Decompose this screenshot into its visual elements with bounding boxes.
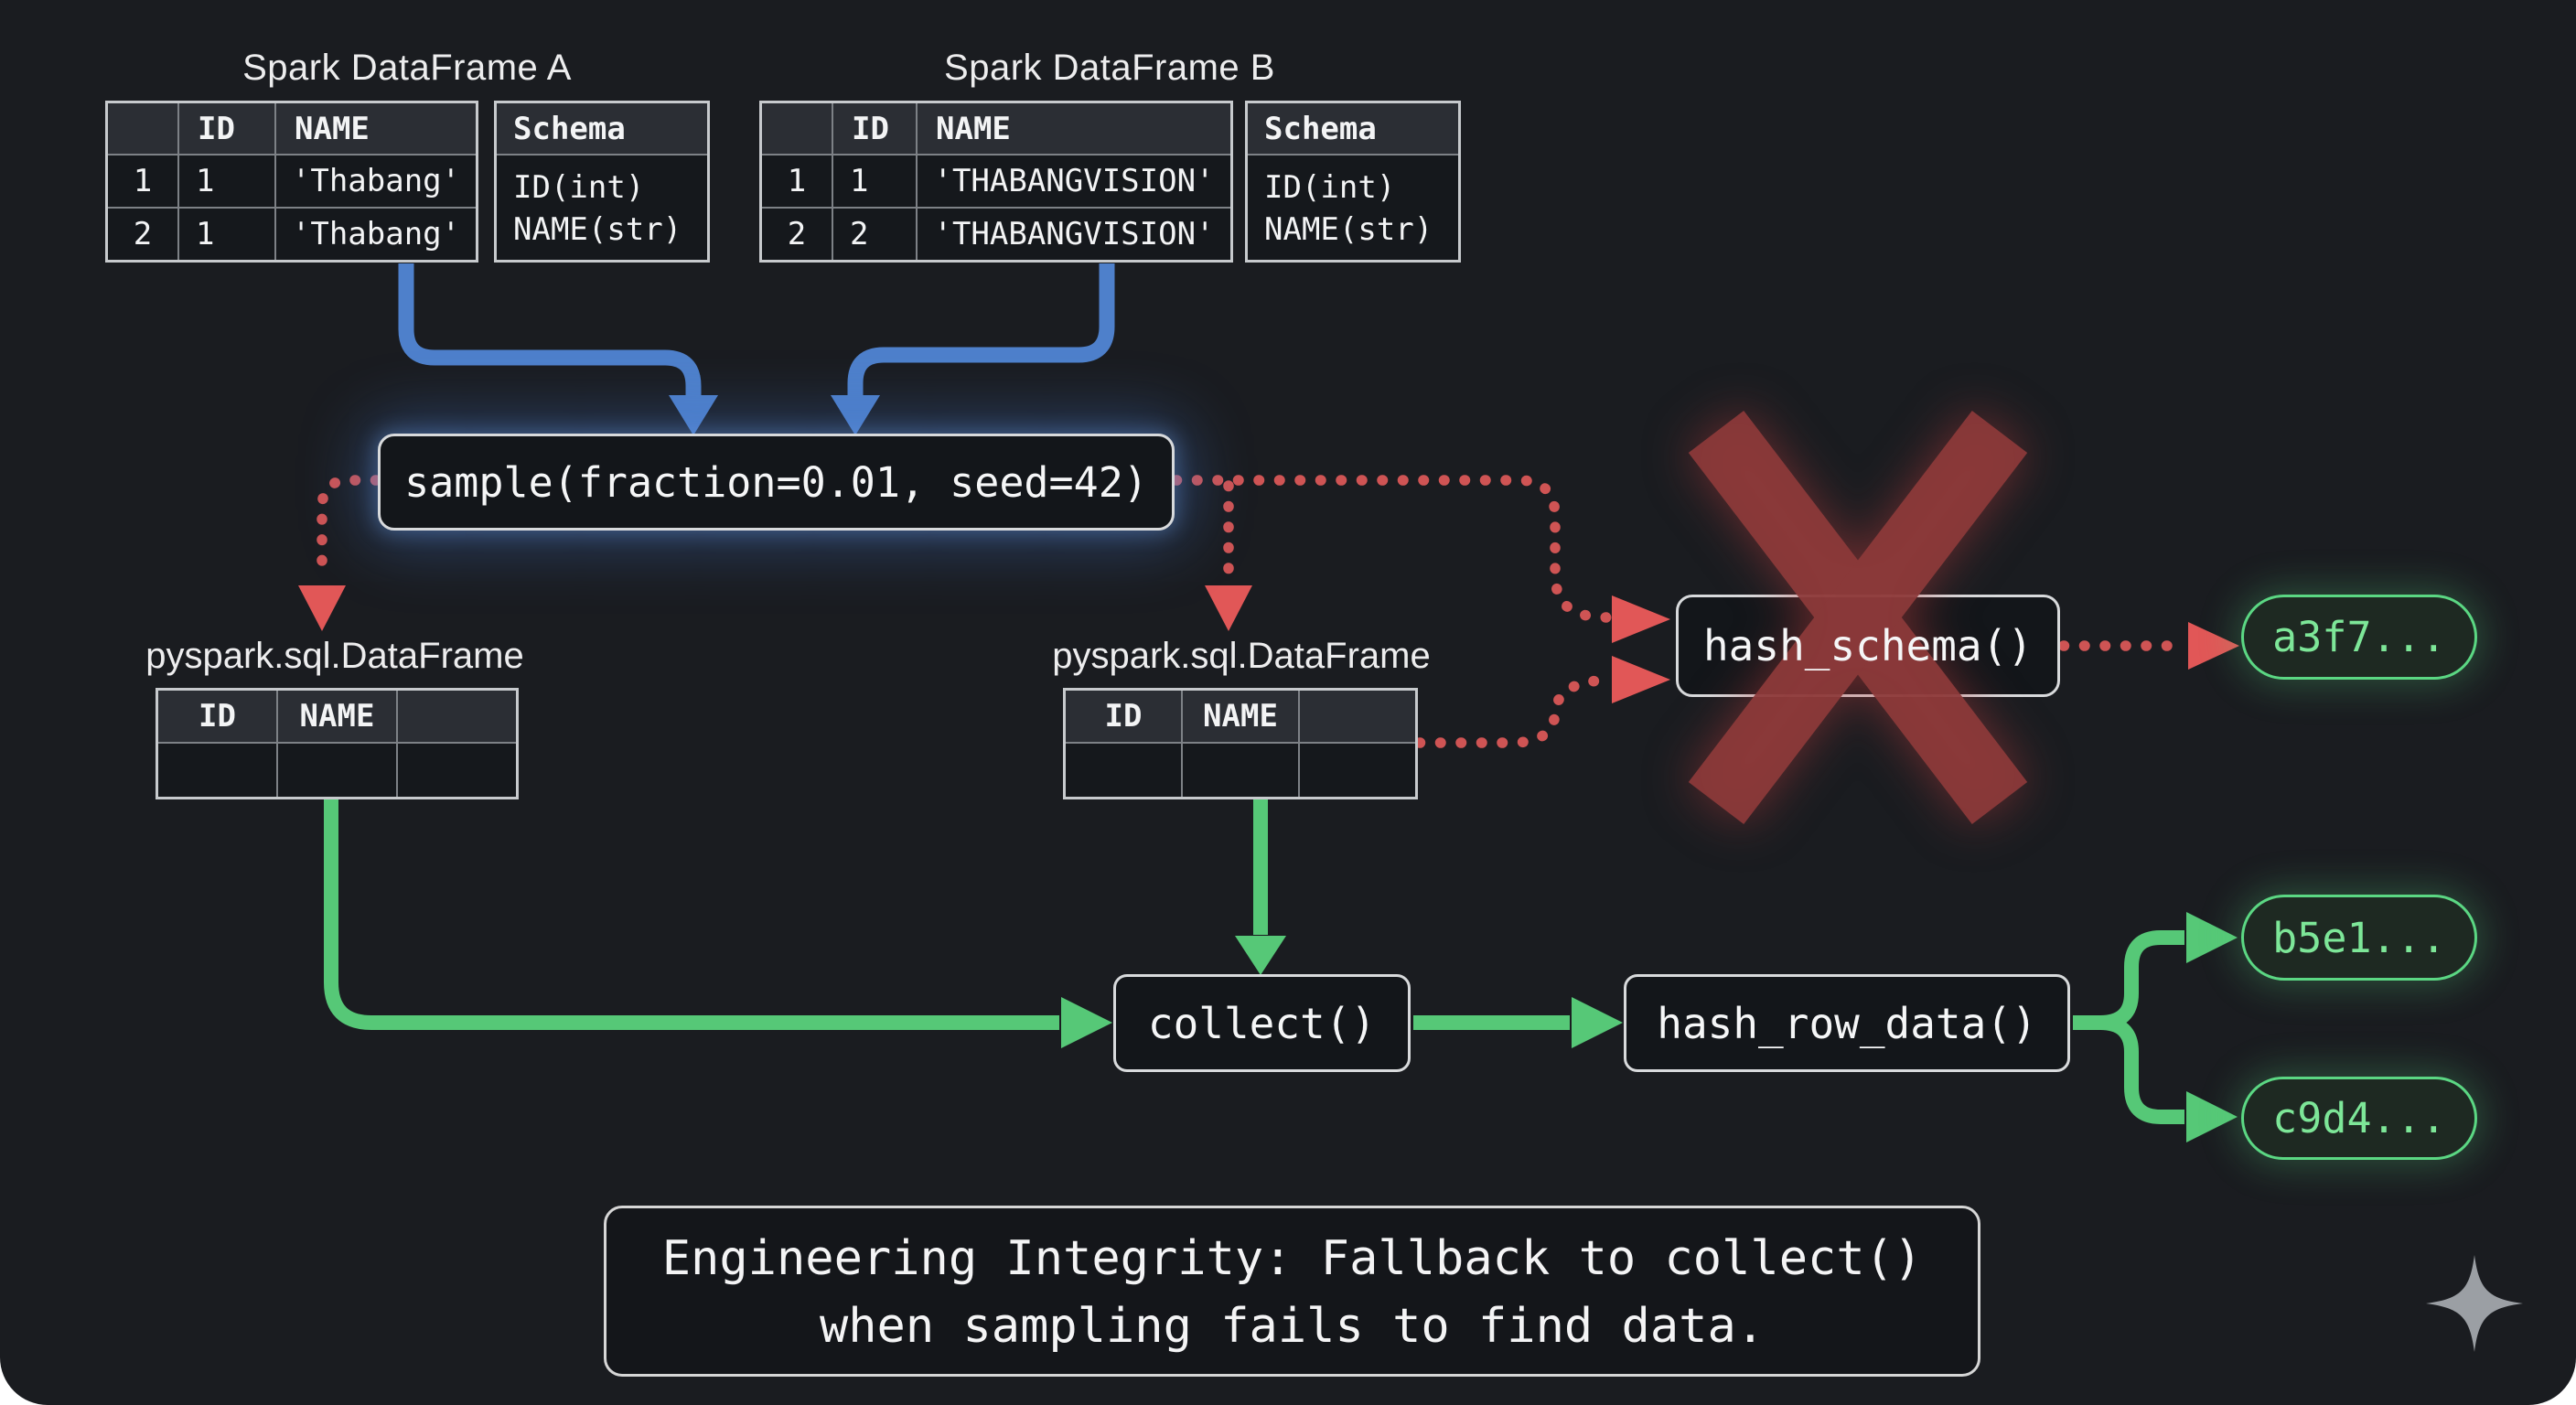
sample-node: sample(fraction=0.01, seed=42) xyxy=(378,434,1175,531)
hash-row-data-node: hash_row_data() xyxy=(1624,974,2070,1072)
green-arrowhead-b5e1 xyxy=(2186,912,2238,963)
red-arrowhead-hash-bottom xyxy=(1612,656,1670,703)
red-arrowhead-left xyxy=(298,585,346,631)
table-cell: 1 xyxy=(179,156,274,207)
table-a-header-index xyxy=(108,103,177,154)
blue-arrowhead-a xyxy=(669,395,718,435)
table-cell: 'THABANGVISION' xyxy=(918,156,1230,207)
red-dotted-hash-top xyxy=(1171,475,1612,623)
schema-a-line-1: ID(int) xyxy=(513,169,645,206)
pyspark-mid-label: pyspark.sql.DataFrame xyxy=(1052,636,1431,676)
table-cell: 2 xyxy=(762,209,832,260)
green-path-split-up xyxy=(2073,930,2184,1030)
table-a-header-id: ID xyxy=(179,103,274,154)
table-b-header-index xyxy=(762,103,832,154)
caption-line-2: when sampling fails to find data. xyxy=(819,1299,1766,1354)
result-mid-header-blank xyxy=(1300,691,1415,742)
red-dotted-left xyxy=(317,475,381,580)
result-table-mid: ID NAME xyxy=(1063,688,1418,799)
empty-cell xyxy=(1300,744,1415,797)
schema-a-line-2: NAME(str) xyxy=(513,211,682,248)
schema-b-header: Schema xyxy=(1248,103,1458,154)
table-cell: 'Thabang' xyxy=(276,209,476,260)
table-cell: 1 xyxy=(179,209,274,260)
table-b-header-id: ID xyxy=(833,103,916,154)
dataframe-b-title: Spark DataFrame B xyxy=(944,48,1275,88)
result-left-header-blank xyxy=(398,691,516,742)
table-cell: 'Thabang' xyxy=(276,156,476,207)
result-table-left: ID NAME xyxy=(156,688,519,799)
schema-b-body: ID(int) NAME(str) xyxy=(1248,156,1458,260)
red-arrowhead-hash-top xyxy=(1612,595,1670,643)
pyspark-left-label: pyspark.sql.DataFrame xyxy=(145,636,524,676)
result-mid-header-name: NAME xyxy=(1183,691,1298,742)
table-cell: 'THABANGVISION' xyxy=(918,209,1230,260)
row-hash-pill-1: b5e1... xyxy=(2241,895,2477,981)
empty-cell xyxy=(1183,744,1298,797)
table-cell: 1 xyxy=(833,156,916,207)
dataframe-b-table: ID NAME 1 1 'THABANGVISION' 2 2 'THABANG… xyxy=(759,101,1233,263)
blue-arrowhead-b xyxy=(831,395,880,435)
schema-b-box: Schema ID(int) NAME(str) xyxy=(1245,101,1461,263)
caption-line-1: Engineering Integrity: Fallback to colle… xyxy=(661,1231,1923,1286)
empty-cell xyxy=(278,744,396,797)
schema-hash-pill: a3f7... xyxy=(2241,595,2477,680)
schema-b-line-2: NAME(str) xyxy=(1264,211,1433,248)
green-arrowhead-collect-left xyxy=(1061,997,1112,1048)
empty-cell xyxy=(158,744,276,797)
schema-hash-value: a3f7... xyxy=(2272,613,2446,661)
sample-node-label: sample(fraction=0.01, seed=42) xyxy=(404,457,1148,507)
empty-cell xyxy=(1066,744,1181,797)
result-mid-header-id: ID xyxy=(1066,691,1181,742)
row-hash-value-2: c9d4... xyxy=(2272,1094,2446,1142)
sparkle-icon xyxy=(2426,1255,2523,1352)
schema-a-body: ID(int) NAME(str) xyxy=(497,156,707,260)
caption-box: Engineering Integrity: Fallback to colle… xyxy=(604,1206,1980,1377)
blue-arrow-b xyxy=(847,263,1115,399)
schema-a-box: Schema ID(int) NAME(str) xyxy=(494,101,710,263)
table-cell: 1 xyxy=(762,156,832,207)
table-cell: 1 xyxy=(108,156,177,207)
schema-b-line-1: ID(int) xyxy=(1264,169,1396,206)
result-left-header-id: ID xyxy=(158,691,276,742)
green-arrowhead-hashrow xyxy=(1572,997,1623,1048)
green-path-split-down xyxy=(2099,1015,2184,1124)
table-cell: 2 xyxy=(833,209,916,260)
green-path-left xyxy=(324,799,1059,1030)
dataframe-a-table: ID NAME 1 1 'Thabang' 2 1 'Thabang' xyxy=(105,101,478,263)
hash-schema-node xyxy=(1676,595,2060,697)
row-hash-value-1: b5e1... xyxy=(2272,913,2446,962)
collect-node-label: collect() xyxy=(1147,998,1377,1048)
red-arrowhead-mid xyxy=(1205,585,1252,631)
green-arrowhead-c9d4 xyxy=(2186,1091,2238,1142)
collect-node: collect() xyxy=(1113,974,1411,1072)
row-hash-pill-2: c9d4... xyxy=(2241,1077,2477,1160)
red-dotted-hash-bottom xyxy=(1414,675,1612,748)
schema-a-header: Schema xyxy=(497,103,707,154)
table-a-header-name: NAME xyxy=(276,103,476,154)
table-b-header-name: NAME xyxy=(918,103,1230,154)
dataframe-a-title: Spark DataFrame A xyxy=(242,48,572,88)
result-left-header-name: NAME xyxy=(278,691,396,742)
blue-arrow-a xyxy=(398,263,702,399)
empty-cell xyxy=(398,744,516,797)
table-cell: 2 xyxy=(108,209,177,260)
red-arrowhead-schema-hash-out xyxy=(2188,622,2239,670)
hash-row-data-label: hash_row_data() xyxy=(1657,998,2037,1048)
green-arrowhead-collect-top xyxy=(1235,936,1286,975)
